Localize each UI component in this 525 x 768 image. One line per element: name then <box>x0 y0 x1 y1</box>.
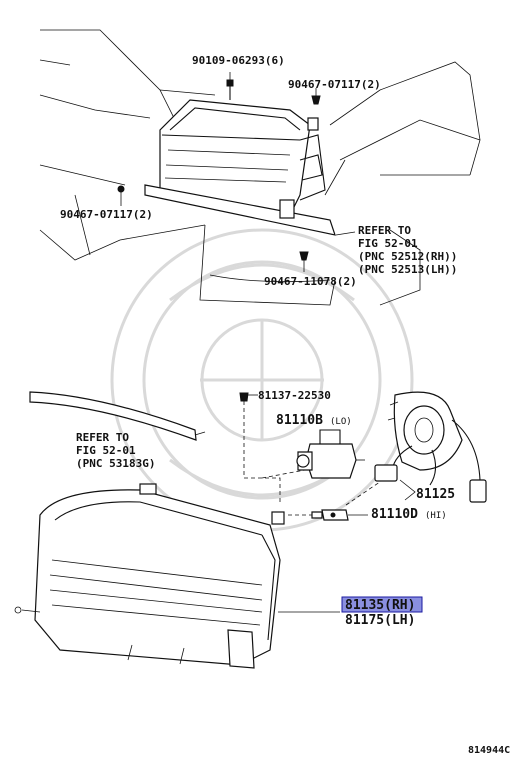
callout-81110d-number: 81110D <box>371 507 418 522</box>
refer-top-line2: FIG 52-01 <box>358 237 418 250</box>
clip-bottom <box>299 251 309 272</box>
callout-81110b: 81110B (LO) <box>276 413 352 428</box>
headlamp-unit <box>14 483 285 669</box>
refer-note-top: REFER TO FIG 52-01 (PNC 52512(RH)) (PNC … <box>335 224 457 276</box>
callout-90109-06293: 90109-06293(6) <box>192 54 285 67</box>
callout-81110b-number: 81110B <box>276 413 323 428</box>
callout-81110d-suffix: (HI) <box>425 511 447 521</box>
clip-left <box>117 185 125 206</box>
refer-top-line4: (PNC 52513(LH)) <box>358 263 457 276</box>
callout-90467-07117-left: 90467-07117(2) <box>60 208 153 221</box>
bulb-81110b <box>296 429 365 479</box>
bolt-top-1 <box>226 72 234 100</box>
highlight-box <box>341 596 423 613</box>
refer-note-left: REFER TO FIG 52-01 (PNC 53183G) <box>76 431 155 470</box>
callout-90467-11078: 90467-11078(2) <box>264 275 357 288</box>
socket-cover-81125 <box>374 391 487 503</box>
refer-top-line3: (PNC 52512(RH)) <box>358 250 457 263</box>
refer-left-line2: FIG 52-01 <box>76 444 136 457</box>
refer-left-line3: (PNC 53183G) <box>76 457 155 470</box>
car-body-outline <box>39 29 481 306</box>
callout-90467-07117-top: 90467-07117(2) <box>288 78 381 91</box>
callout-81137-22530: 81137-22530 <box>258 389 331 402</box>
refer-top-line1: REFER TO <box>358 224 411 237</box>
bulb-81110d <box>311 509 349 521</box>
callout-81135-rh[interactable]: 81135(RH) <box>345 598 415 613</box>
diagram-code: 814944C <box>468 745 510 756</box>
callout-81110d: 81110D (HI) <box>348 507 447 522</box>
upper-headlamp-housing <box>144 99 336 236</box>
clip-top-2 <box>311 88 321 105</box>
garnish-strip <box>29 391 206 441</box>
refer-left-line1: REFER TO <box>76 431 129 444</box>
callout-81125: 81125 <box>416 487 455 502</box>
callout-81110b-suffix: (LO) <box>330 417 352 427</box>
clip-81137 <box>239 392 258 402</box>
callout-81135-highlighted[interactable]: 81135(RH) <box>341 596 423 613</box>
callout-81175-lh: 81175(LH) <box>345 613 415 628</box>
